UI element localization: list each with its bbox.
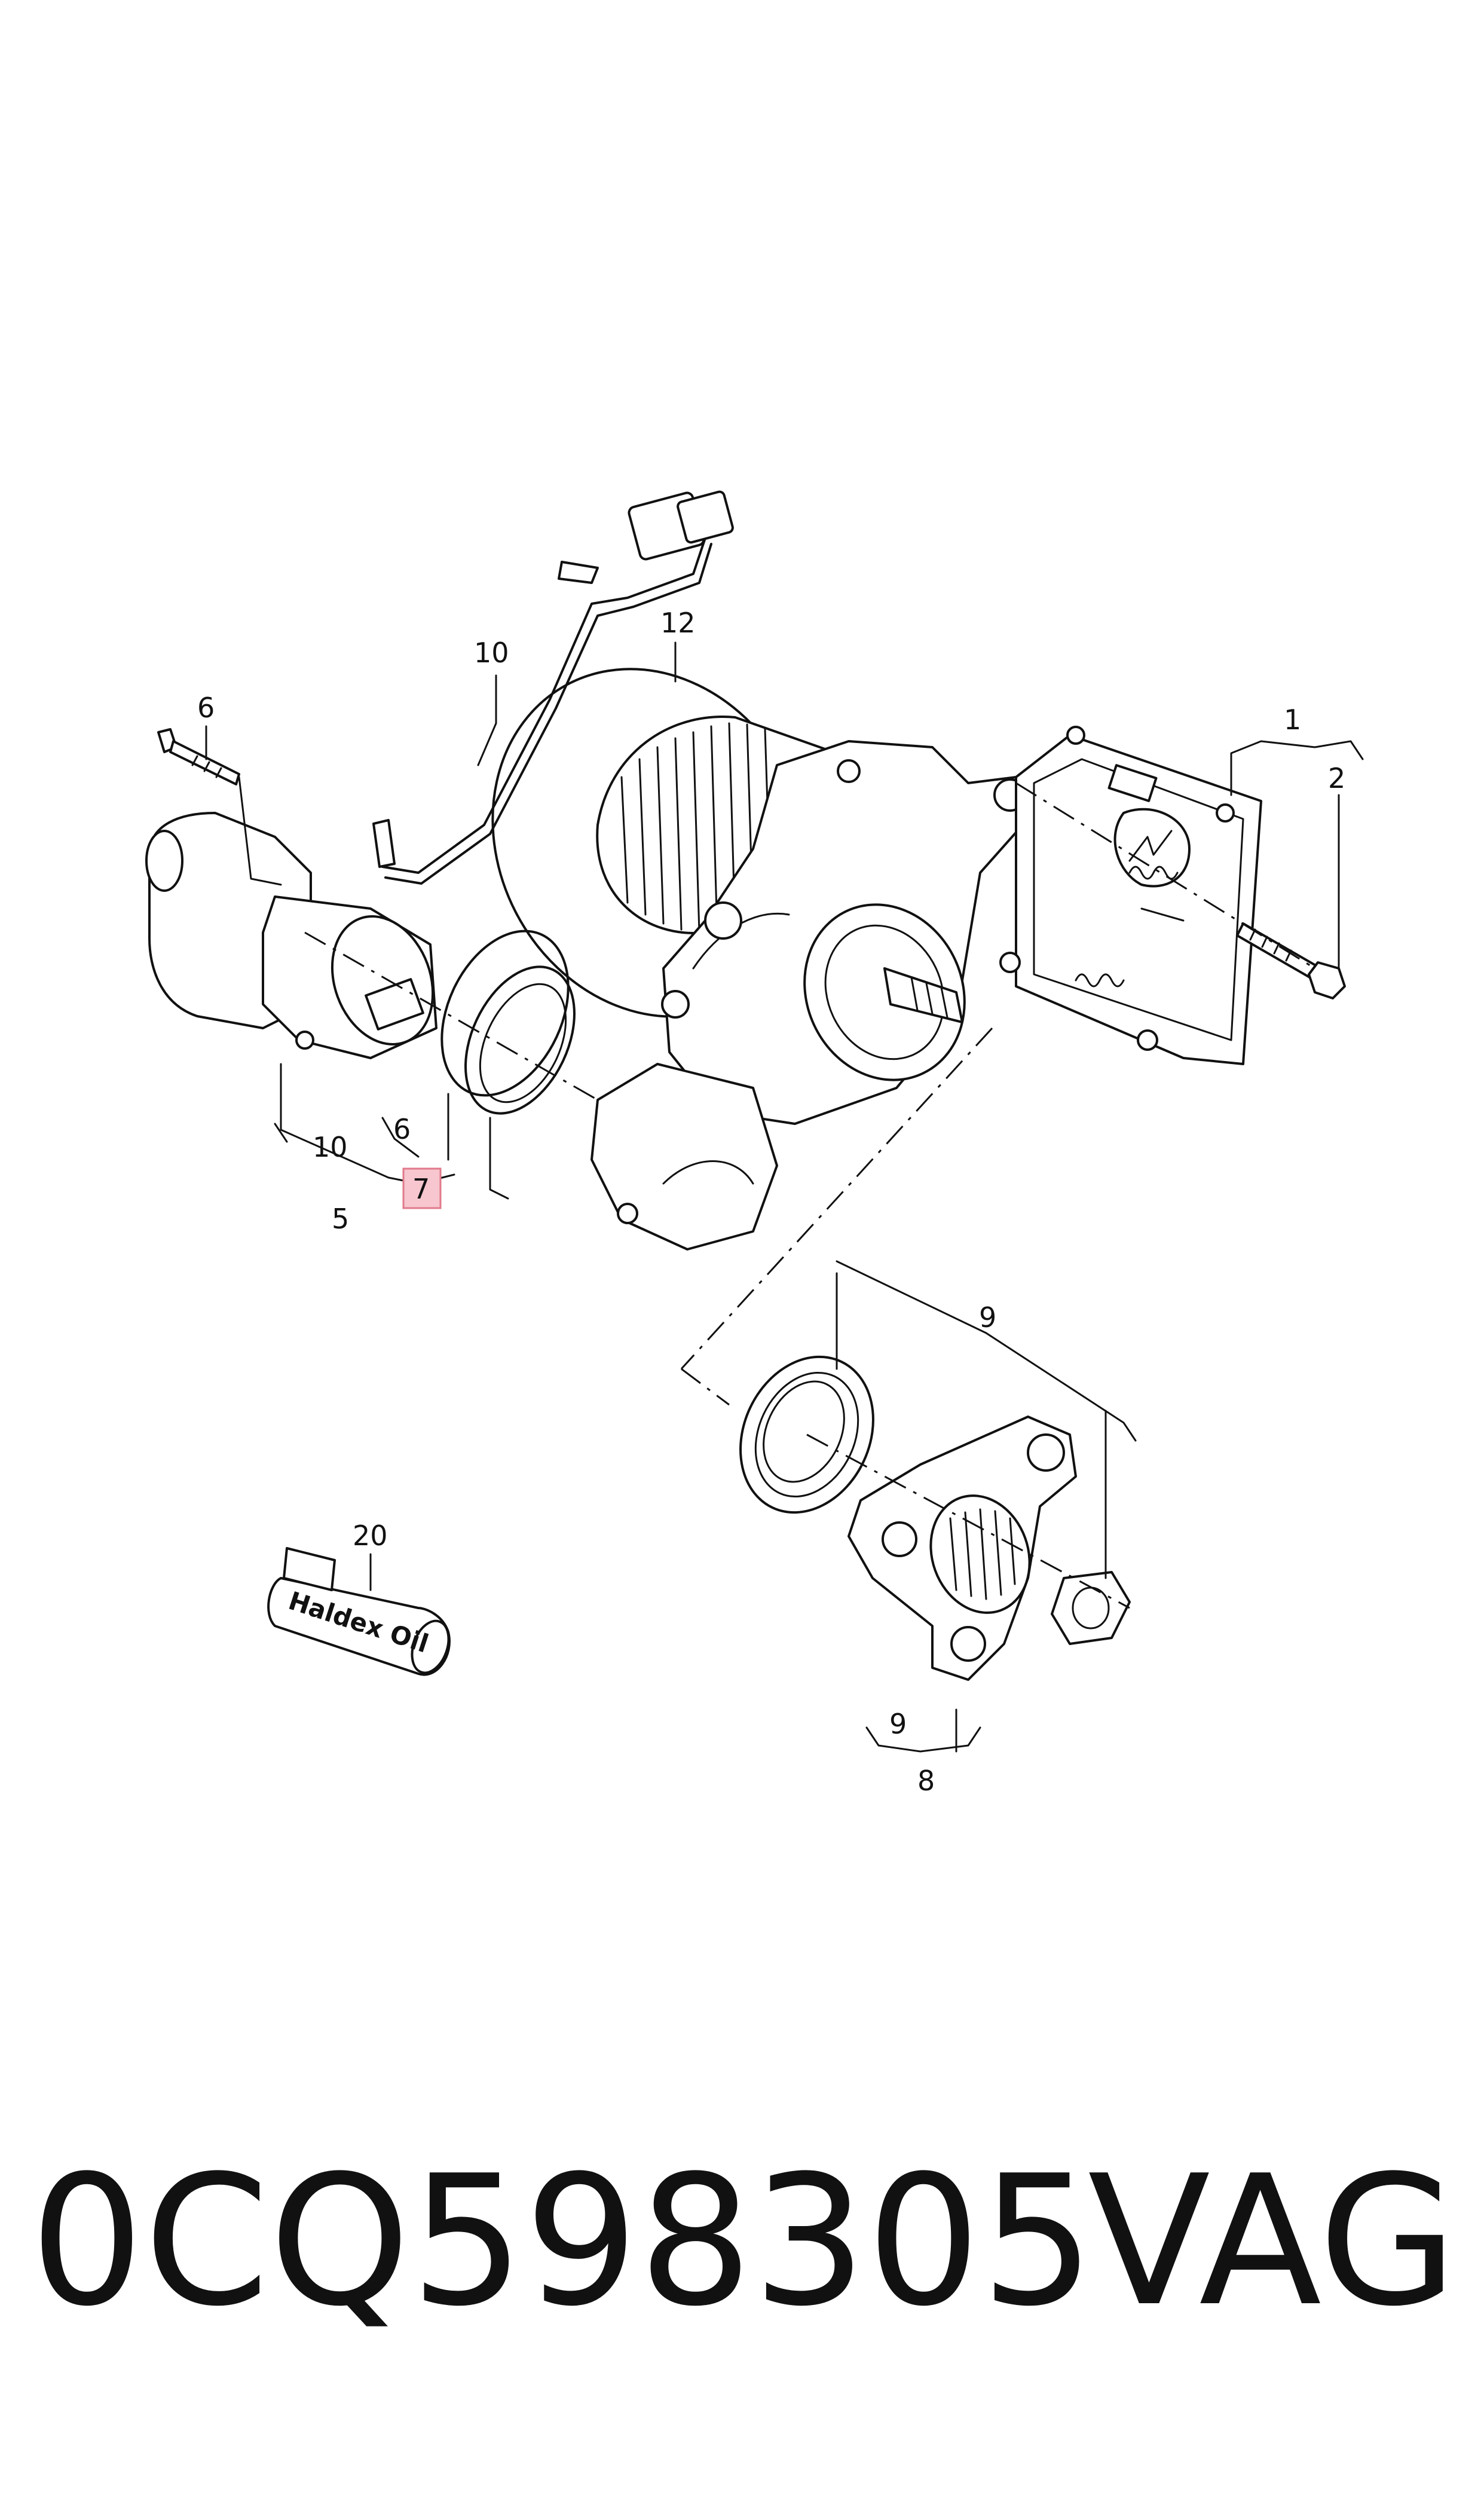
- highlight-box: [402, 1167, 442, 1209]
- part-number: 0CQ598305: [30, 2137, 1095, 2346]
- brand: VAG: [1088, 2137, 1458, 2346]
- part-1-control-unit: [999, 726, 1262, 1065]
- callout-7-highlight[interactable]: 7: [402, 1167, 442, 1209]
- part-5-actuator: [145, 812, 437, 1059]
- callout-8: 8: [917, 1765, 935, 1797]
- callout-10-top: 10: [474, 637, 509, 669]
- callout-6-bottom: 6: [393, 1113, 411, 1145]
- callout-20: 20: [353, 1520, 388, 1552]
- part-8-flange: [847, 1416, 1077, 1681]
- pump-motor-housing: [590, 716, 1029, 1251]
- part-6-bolt: [157, 728, 282, 886]
- part-20-oil-bottle: Haldex Oil: [267, 1547, 451, 1676]
- callout-6-top: 6: [197, 692, 215, 724]
- callout-2: 2: [1328, 762, 1345, 794]
- footer: 0CQ598305 VAG: [0, 2128, 1484, 2355]
- part-2-screw: [1236, 922, 1346, 999]
- part-10-cable: [372, 490, 734, 885]
- callout-1: 1: [1284, 704, 1301, 736]
- callout-10-bottom: 10: [313, 1131, 348, 1163]
- part-7-o-rings: [440, 930, 576, 1115]
- callout-5: 5: [332, 1203, 349, 1235]
- callout-12: 12: [660, 607, 696, 639]
- callout-9-top: 9: [979, 1301, 996, 1334]
- callout-7: 7: [412, 1173, 430, 1205]
- assembly-axes: [304, 782, 1315, 1609]
- part-9-nut: [1051, 1571, 1131, 1645]
- callouts: 1 2 10 12 6 10 6 5 9 20 9 8: [197, 607, 1345, 1797]
- callout-9-bottom: 9: [889, 1708, 907, 1740]
